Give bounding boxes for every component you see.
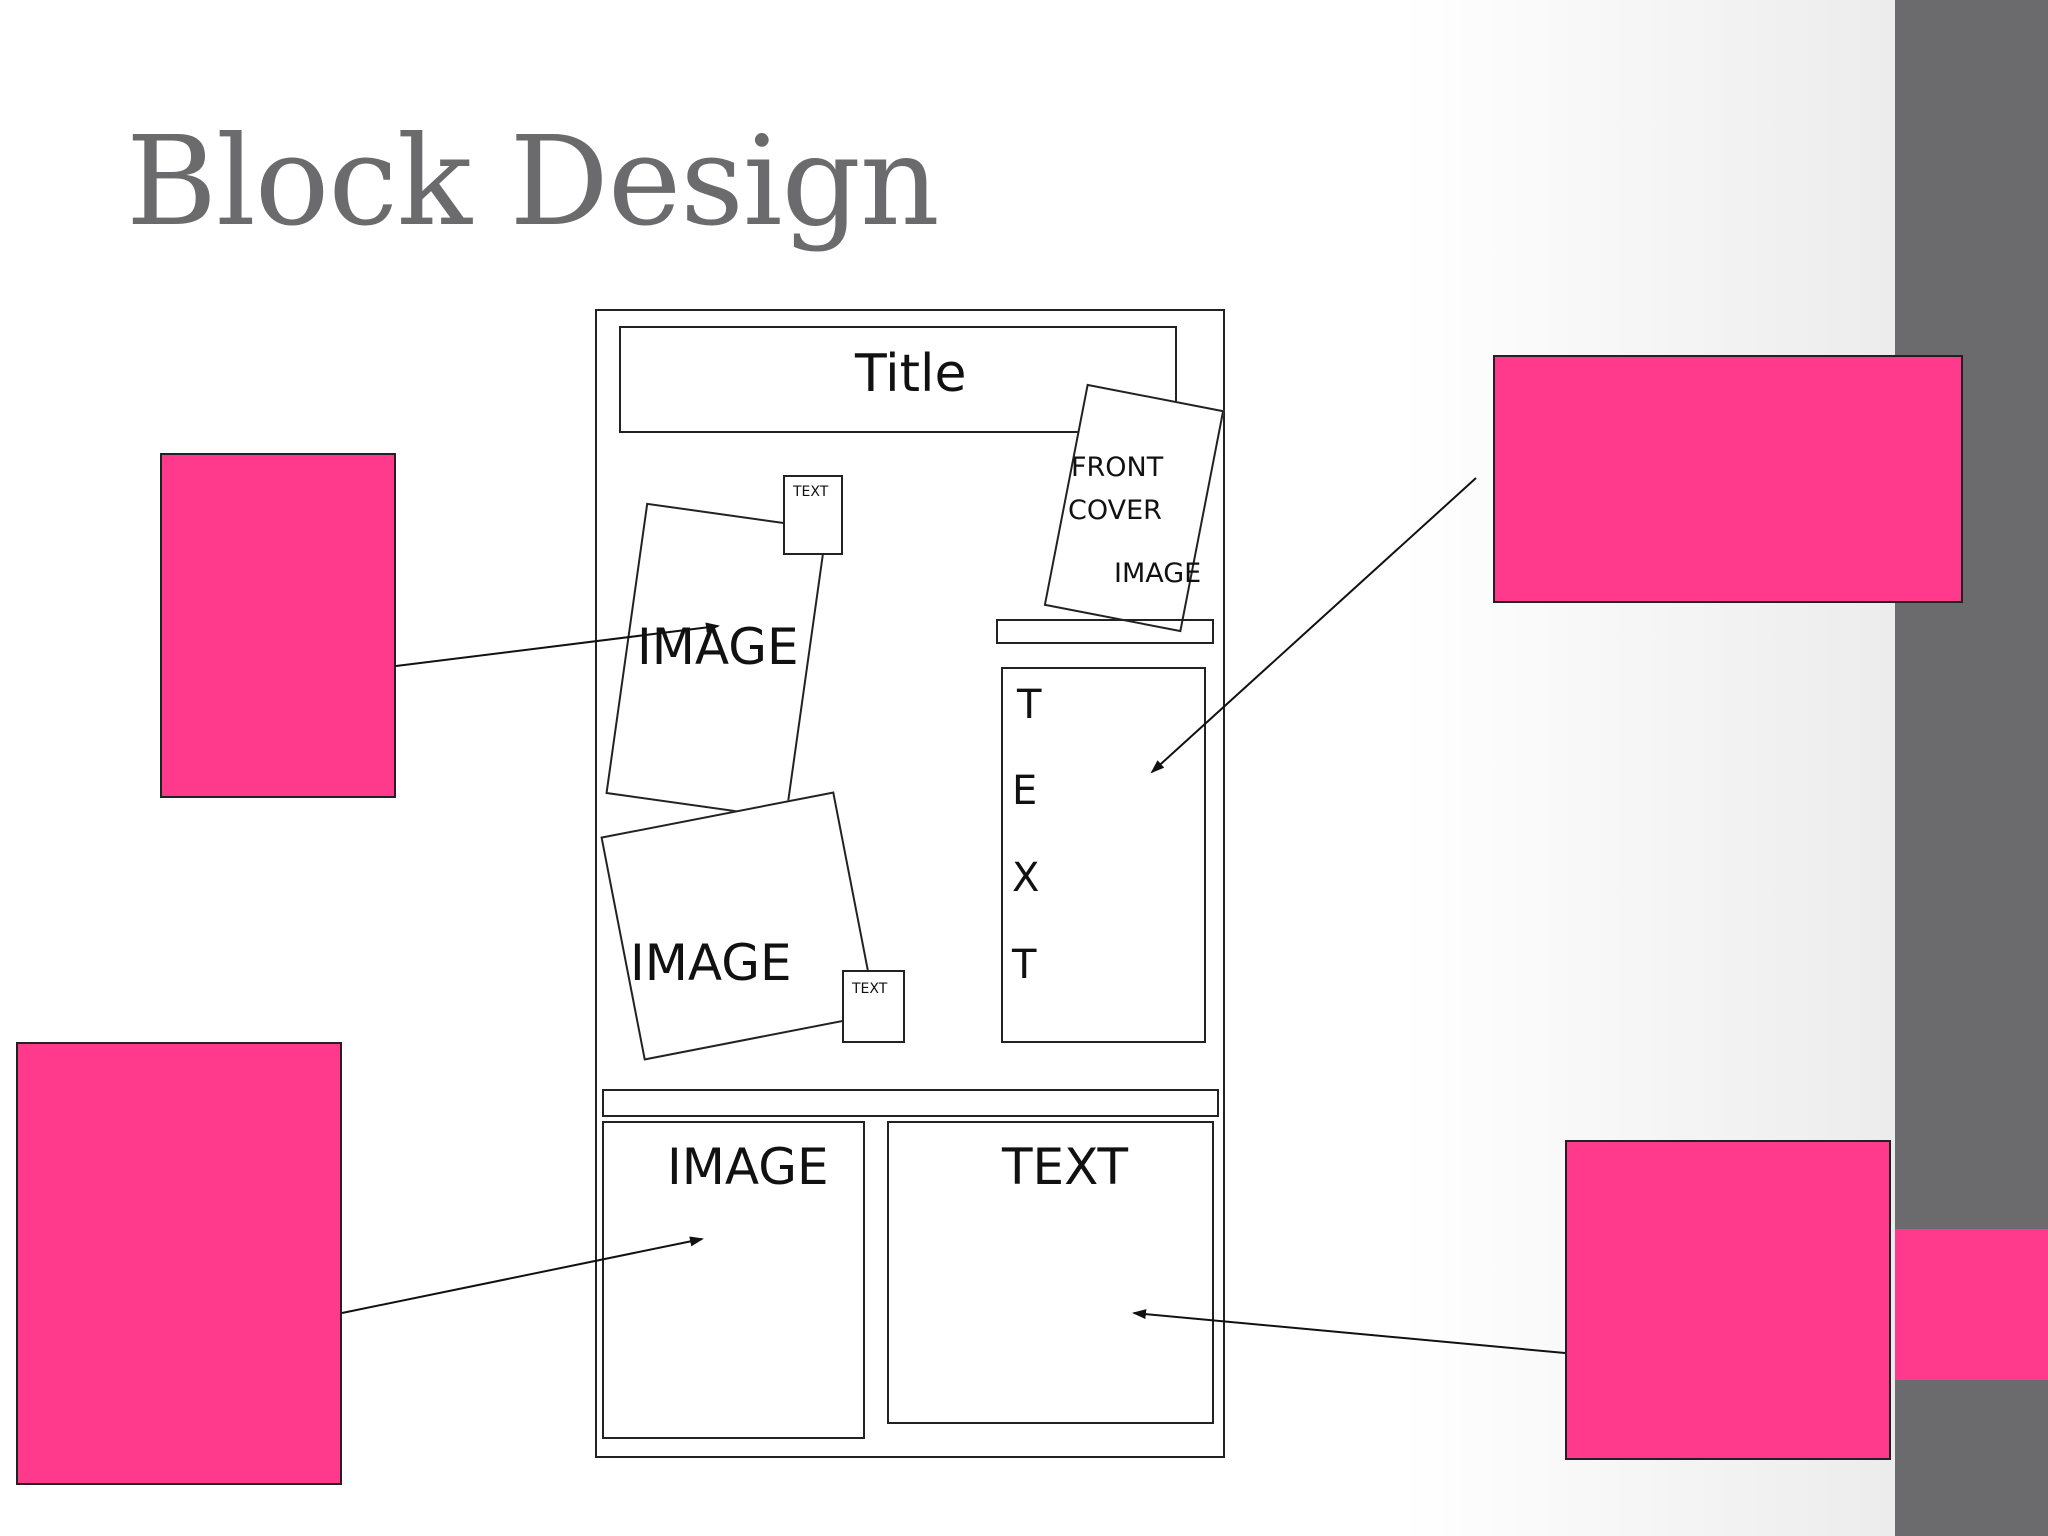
front-cover-label-line2: COVER [1068,495,1162,526]
image-bottom-label: IMAGE [667,1138,829,1196]
image-middle-label: IMAGE [630,934,792,992]
text-bottom-label: TEXT [1002,1138,1129,1196]
annotation-box-left-top [160,453,396,798]
image-middle-caption-box [842,970,905,1043]
arrow-left-bottom [341,1236,704,1314]
image-middle-caption: TEXT [852,981,888,997]
divider-strip-bottom [602,1089,1219,1117]
vertical-text-letter-1: T [1017,682,1042,728]
vertical-text-column [1001,667,1206,1043]
front-cover-label-line1: FRONT [1071,452,1164,483]
page-outline [595,309,1225,1458]
annotation-box-right-bottom [1565,1140,1891,1460]
arrow-right-bottom [1132,1309,1566,1354]
title-block [619,326,1177,433]
arrow-right-top [1150,477,1477,774]
vertical-text-letter-2: E [1012,768,1038,814]
title-block-label: Title [855,344,967,404]
vertical-text-letter-3: X [1012,855,1040,901]
text-block-bottom [887,1121,1214,1424]
annotation-box-left-bottom [16,1042,342,1485]
side-bar-accent [1895,1229,2048,1380]
image-block-bottom [602,1121,865,1439]
front-cover-label-line3: IMAGE [1114,558,1202,589]
vertical-text-letter-4: T [1012,942,1037,988]
divider-strip-right [996,619,1214,644]
arrow-left-top [395,622,720,667]
image-top-caption-box [783,475,843,555]
slide-title: Block Design [126,110,940,254]
image-top-caption: TEXT [793,484,829,500]
annotation-box-right-top [1493,355,1963,603]
